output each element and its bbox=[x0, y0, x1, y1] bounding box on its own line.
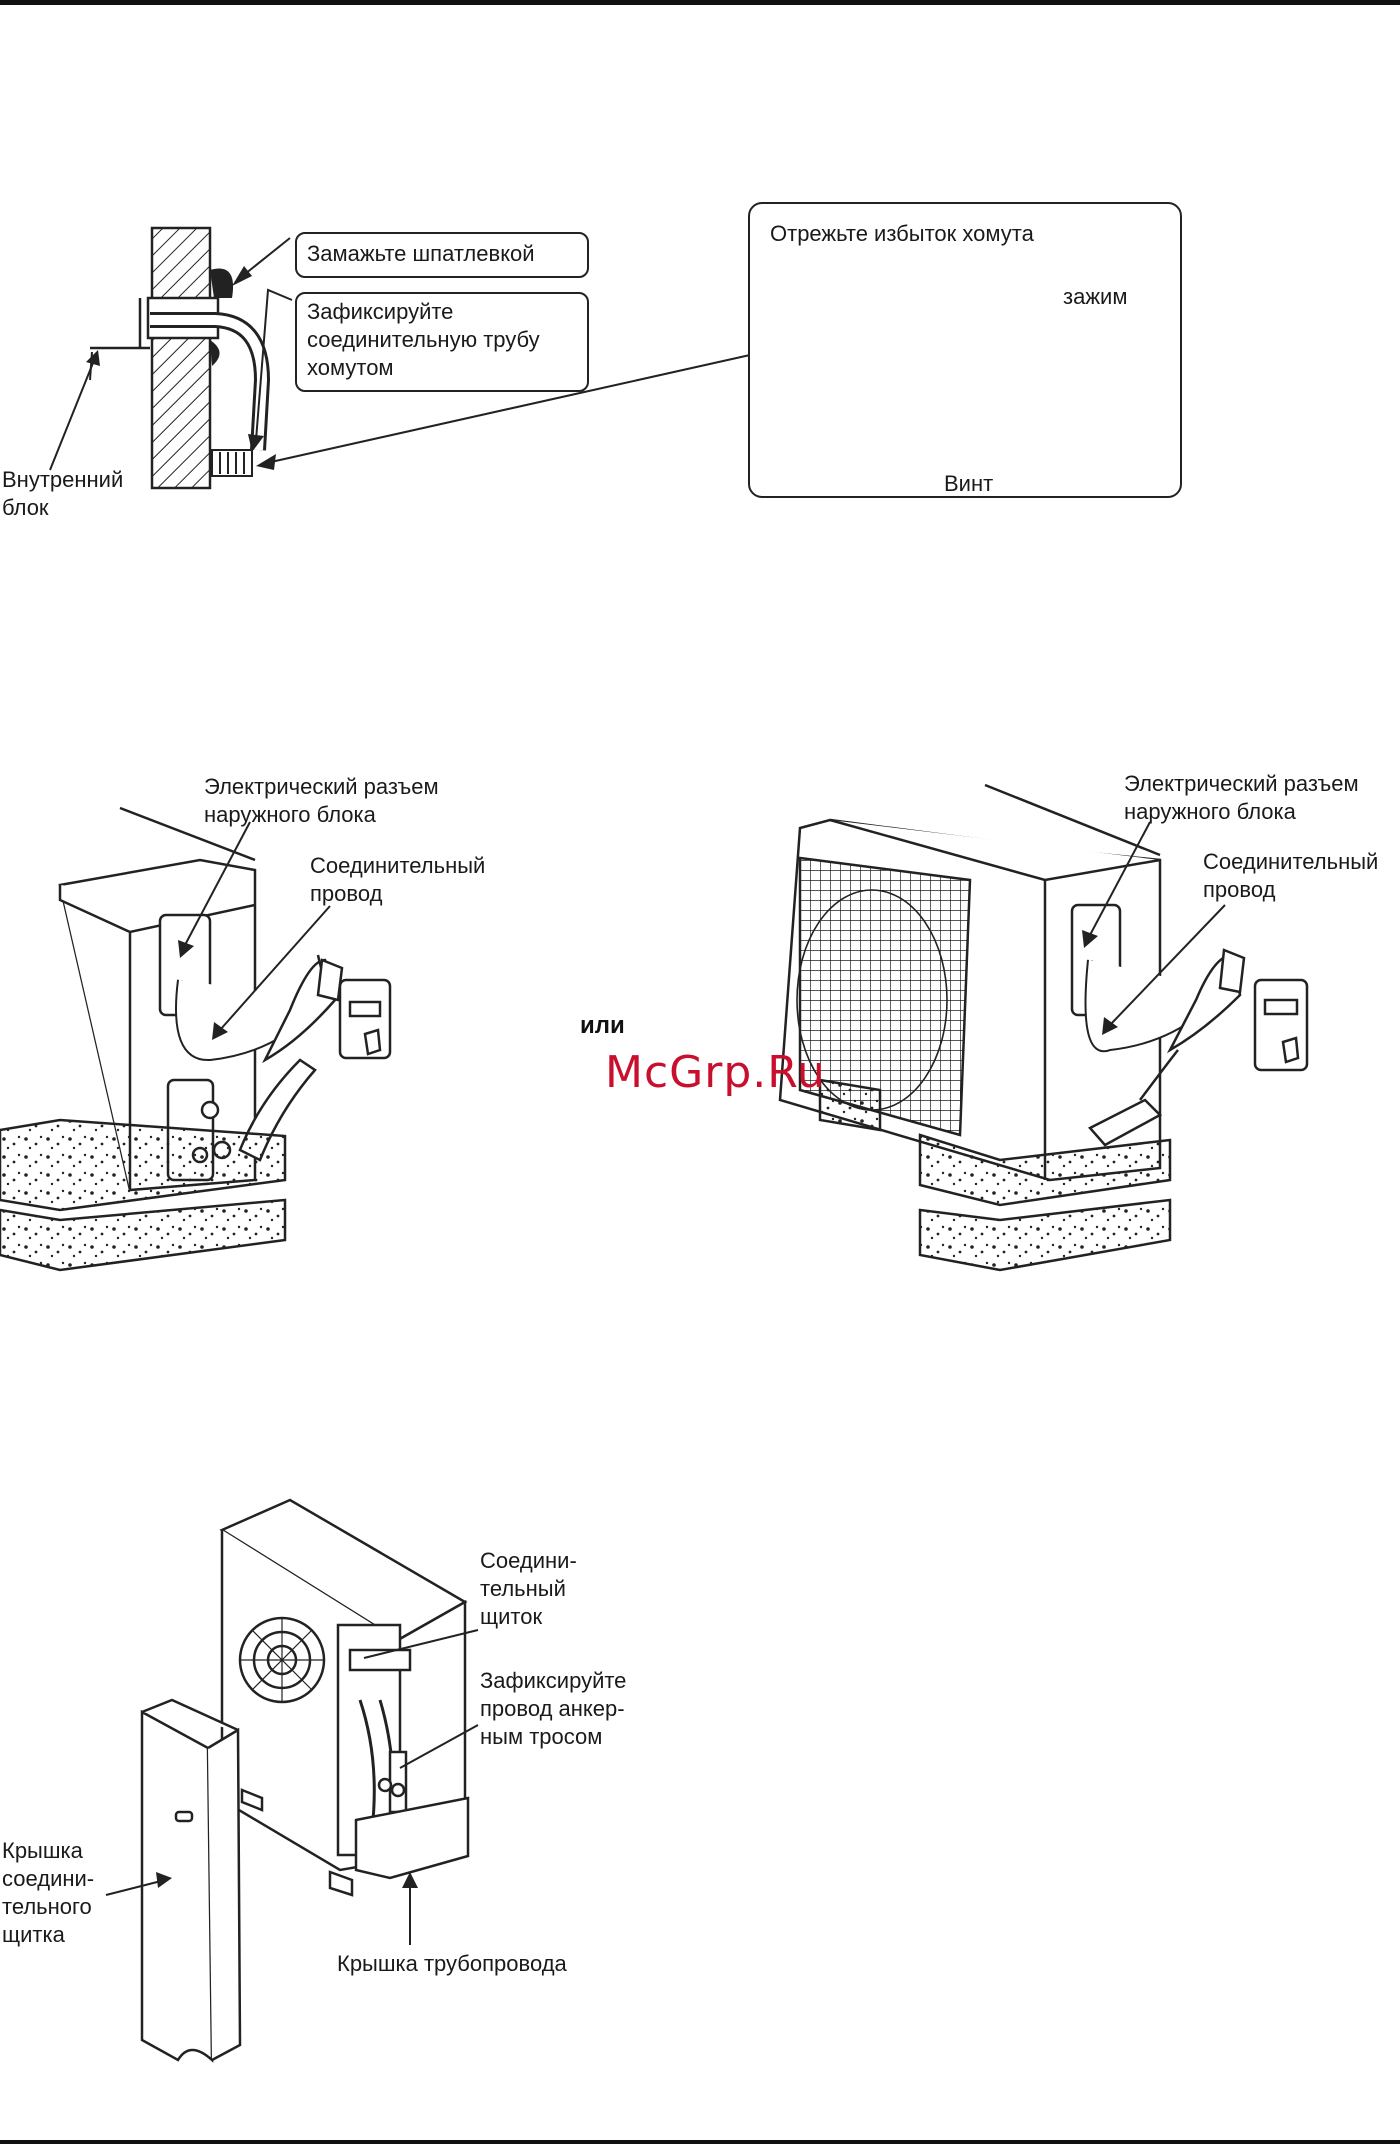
outdoor-unit-right bbox=[778, 783, 1309, 1272]
right-wire-line-1: Соединитель­ный bbox=[1203, 849, 1379, 874]
fix-wire-line-2: провод анкер- bbox=[480, 1696, 625, 1721]
panel-line-1: Соедини- bbox=[480, 1548, 577, 1573]
or-label: или bbox=[580, 1012, 625, 1039]
fix-pipe-label-box: Зафиксируйте соединительную трубу хомуто… bbox=[295, 292, 589, 392]
panel-line-3: щиток bbox=[480, 1604, 543, 1629]
cover-line-1: Крышка bbox=[2, 1838, 83, 1863]
right-connector-line-2: наружного блока bbox=[1124, 799, 1296, 824]
cut-excess-label: Отрежьте избыток хомута bbox=[770, 221, 1034, 246]
fix-pipe-line-1: Зафиксируйте bbox=[307, 299, 454, 324]
clamp-callout bbox=[748, 202, 1182, 498]
right-connector-line-1: Электрический разъем bbox=[1124, 771, 1359, 796]
screw-label: Винт bbox=[944, 471, 994, 496]
outdoor-unit-front bbox=[219, 1498, 470, 1897]
right-wire-line-2: провод bbox=[1203, 877, 1276, 902]
wall-section bbox=[150, 226, 212, 490]
outdoor-units-diagram bbox=[0, 783, 1309, 1272]
cover-line-4: щитка bbox=[2, 1922, 65, 1947]
pipe-clamp bbox=[211, 449, 253, 477]
fix-wire-line-1: Зафиксируйте bbox=[480, 1668, 627, 1693]
fix-wire-line-3: ным тросом bbox=[480, 1724, 603, 1749]
bottom-rule bbox=[0, 2140, 1400, 2144]
left-wire-line-1: Соединительный bbox=[310, 853, 486, 878]
pipe-cover-label: Крышка трубопровода bbox=[337, 1951, 567, 1976]
fix-pipe-line-2: соединительную трубу bbox=[307, 327, 540, 352]
cover-line-3: тельного bbox=[2, 1894, 92, 1919]
left-wire-line-2: провод bbox=[310, 881, 383, 906]
left-connector-line-1: Электрический разъем bbox=[204, 774, 439, 799]
panel-line-2: тельный bbox=[480, 1576, 566, 1601]
putty-label-box: Замажьте шпатлевкой bbox=[295, 232, 589, 278]
putty bbox=[210, 268, 234, 298]
left-connector-line-2: наружного блока bbox=[204, 802, 376, 827]
fix-pipe-line-3: хомутом bbox=[307, 355, 394, 380]
clamp-label: зажим bbox=[1063, 284, 1128, 309]
panel-cover bbox=[140, 1698, 242, 2063]
indoor-unit-line-2: блок bbox=[2, 495, 49, 520]
indoor-unit-line-1: Внутренний bbox=[2, 467, 124, 492]
top-rule bbox=[0, 0, 1400, 5]
putty-label: Замажьте шпатлевкой bbox=[307, 241, 535, 266]
cover-line-2: соедини- bbox=[2, 1866, 95, 1891]
watermark: McGrp.Ru bbox=[605, 1047, 826, 1098]
